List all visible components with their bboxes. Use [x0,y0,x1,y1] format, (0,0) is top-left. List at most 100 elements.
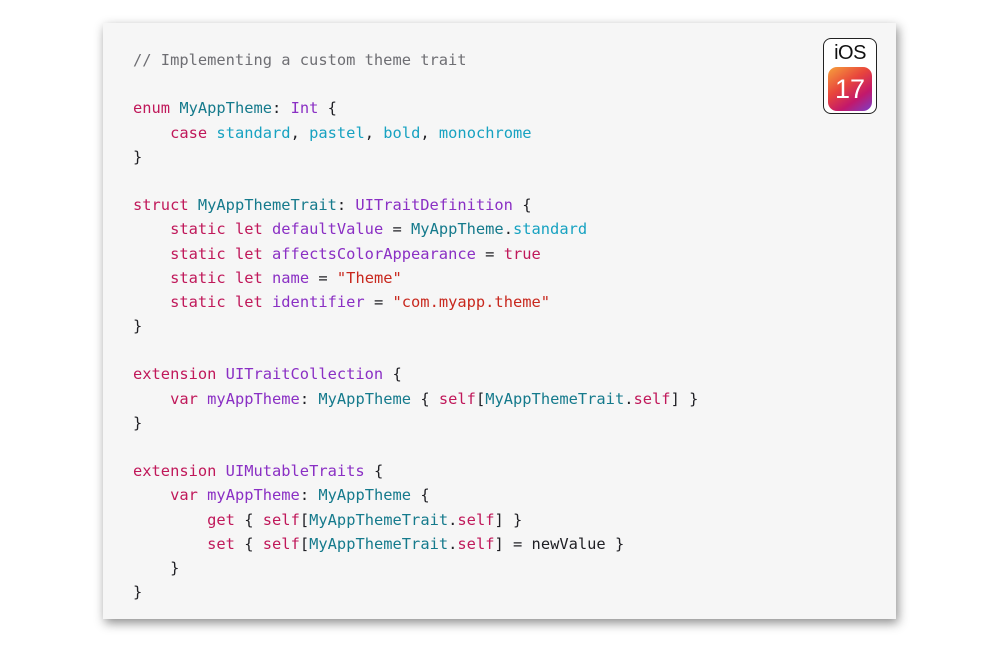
code-token: static let [170,268,273,287]
code-token: = [364,292,393,311]
code-line [133,72,698,96]
code-token: , [364,123,384,142]
code-token: // Implementing a custom theme trait [133,51,467,69]
code-token: MyAppThemeTrait [197,196,337,215]
code-block: // Implementing a custom theme trait enu… [133,48,698,604]
code-token: . [503,220,513,239]
code-token: = [475,244,504,263]
code-line: var myAppTheme: MyAppTheme { self[MyAppT… [133,387,698,411]
code-token: MyAppThemeTrait [309,534,449,553]
code-line [133,169,698,193]
code-token: } [133,317,143,336]
code-token: MyAppTheme [318,389,412,408]
code-token: } [133,558,180,577]
code-token: ] = newValue } [494,534,625,553]
code-line: set { self[MyAppThemeTrait.self] = newVa… [133,532,698,556]
ios-17-badge: iOS 17 [823,38,877,114]
code-line: } [133,145,698,169]
code-token: MyAppThemeTrait [485,389,625,408]
code-line: var myAppTheme: MyAppTheme { [133,483,698,507]
code-token: struct [133,196,198,215]
code-token: self [633,389,671,408]
code-token: affectsColorAppearance [272,244,476,263]
code-line: } [133,556,698,580]
code-token: static let [170,220,273,239]
ios-badge-label: iOS [834,41,866,64]
ios-badge-version: 17 [828,67,872,111]
code-token: var [170,486,208,505]
code-token: name [272,268,310,287]
code-token [133,486,170,504]
code-token: : [299,486,319,505]
code-line: get { self[MyAppThemeTrait.self] } [133,508,698,532]
code-token: defaultValue [272,220,384,239]
code-token: , [420,123,439,142]
code-line [133,435,698,459]
code-token: } [133,413,143,432]
code-token: : [272,99,291,118]
code-token: , [290,123,310,142]
code-token: UITraitDefinition [355,196,513,215]
code-token: pastel [309,123,365,142]
code-token [133,293,170,311]
code-token: ] } [670,389,699,408]
code-token [133,390,170,408]
code-token: static let [170,244,273,263]
code-token: UITraitCollection [225,365,384,384]
code-token: var [170,389,208,408]
code-token: [ [299,534,310,553]
code-token: { [234,510,263,529]
code-token: get [207,510,235,529]
code-token: [ [475,389,486,408]
code-token: bold [383,123,421,142]
code-token: { [234,534,263,553]
code-line: extension UITraitCollection { [133,362,698,386]
code-token: true [503,244,541,263]
code-token: self [262,534,300,553]
code-token: MyAppThemeTrait [309,510,449,529]
code-token: MyAppTheme [318,486,412,505]
code-line: static let name = "Theme" [133,266,698,290]
code-token: static let [170,292,273,311]
code-line [133,338,698,362]
code-token: myAppTheme [207,389,300,408]
code-token: "com.myapp.theme" [392,292,551,311]
code-token: [ [299,510,310,529]
code-token: UIMutableTraits [225,462,365,481]
code-token: . [448,534,458,553]
code-token: self [262,510,300,529]
code-token [133,220,170,238]
code-token [133,511,207,529]
code-token: "Theme" [336,268,402,287]
code-token: . [624,389,634,408]
code-token: : [336,196,356,215]
code-token: : [299,389,319,408]
code-token [133,245,170,263]
code-token: extension [133,365,226,384]
code-line: static let defaultValue = MyAppTheme.sta… [133,217,698,241]
code-line: } [133,580,698,604]
code-token: set [207,534,235,553]
code-line: enum MyAppTheme: Int { [133,96,698,120]
code-snippet-card: // Implementing a custom theme trait enu… [103,23,896,619]
code-line: static let affectsColorAppearance = true [133,242,698,266]
code-token: } [133,147,143,166]
code-token: { [364,462,384,481]
code-token: } [133,583,143,602]
code-token: = [309,268,337,287]
code-token: enum [133,99,180,118]
code-line: extension UIMutableTraits { [133,459,698,483]
code-line: struct MyAppThemeTrait: UITraitDefinitio… [133,193,698,217]
code-token [133,124,170,142]
code-token: { [512,196,532,215]
code-token: standard [216,123,291,142]
code-token: MyAppTheme [411,220,504,239]
code-token: { [411,389,439,408]
code-token: self [438,389,476,408]
code-token: extension [133,462,226,481]
code-token: identifier [272,292,365,311]
code-token [133,269,170,287]
code-line: case standard, pastel, bold, monochrome [133,121,698,145]
code-line: // Implementing a custom theme trait [133,48,698,72]
code-token: = [383,220,412,239]
